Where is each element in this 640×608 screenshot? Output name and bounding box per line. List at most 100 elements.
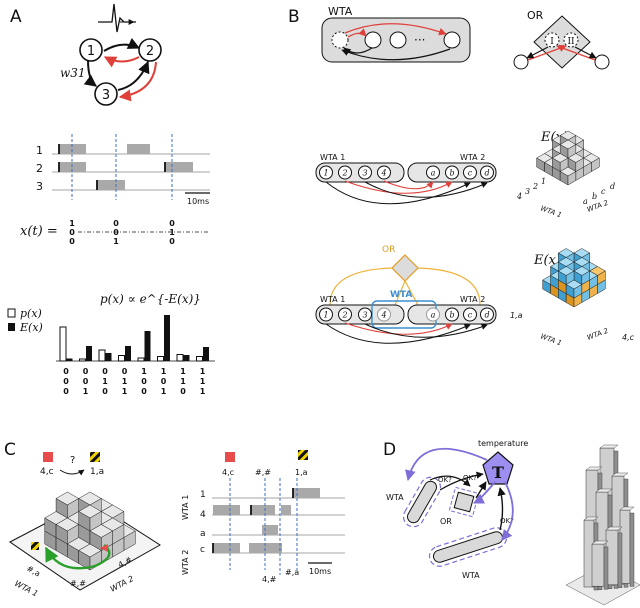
raster-wta1-label: WTA 1 [181,495,190,520]
top-mark-1: #,# [255,468,271,477]
wta2-node-label: d [484,311,489,320]
from-state: 4,c [40,467,54,477]
wta2-node-a [426,165,440,180]
panel-label-d: D [383,440,396,460]
state-hatched-icon [90,452,100,462]
end-marker [100,544,108,552]
tower-column-top [619,506,635,511]
or-node-i [544,32,560,48]
cube-axis-label: b [592,192,597,201]
wta-inhib-node [331,31,349,49]
wta2-node-label: d [484,169,489,178]
legend-p-label: p(x) [20,307,42,320]
bottom-mark-0: 4,# [262,575,277,584]
or-frame [448,486,480,518]
edge-1-3 [83,59,97,87]
wta2-node-d [480,165,494,180]
or-title: OR [527,9,544,22]
bar-e-111 [203,347,209,361]
wta2-node-label: b [449,311,454,320]
or-input-right [594,54,610,70]
axis-wta1: WTA 1 [13,579,39,599]
cube-axis-label: d [610,182,615,191]
tick-digit: 0 [141,387,147,396]
wta2-node-label: a [431,169,436,178]
wta2-node-label: b [449,169,454,178]
tick-digit: 0 [83,367,89,376]
wta1-node-label: 4 [380,311,386,320]
axis-wta2: WTA 2 [109,574,135,594]
panel-label-b: B [288,7,300,27]
panel-a-network: 1 2 3 w31 [60,3,162,106]
state-label: x(t) = [20,224,58,239]
state-digit: 1 [69,219,75,228]
node-1 [79,38,103,62]
wta-top-bar [407,480,437,524]
node-2-label: 2 [146,44,154,59]
bar-e-110 [183,355,190,361]
tower-column-top [611,472,629,477]
hash-label-1: #,a [25,564,42,579]
start-marker [31,542,39,550]
tick-digit: 1 [122,377,128,386]
corner-left-label: 1,a [510,311,523,320]
raster-bar [293,488,320,498]
tick-digit: 1 [161,387,167,396]
legend-e-swatch [8,323,15,331]
wta2-label: WTA 2 [460,153,485,162]
node-2 [138,38,162,62]
or-label-d: OR [440,517,452,526]
tick-digit: 0 [141,377,147,386]
wta1-node-label: 3 [362,169,367,178]
mark-red-icon [225,452,235,462]
raster-bar [251,505,275,515]
panel-b-energy-bottom: E(x) 1,a 4,c WTA 1 WTA 2 [510,248,635,347]
or-gadget [391,254,419,282]
wta-title: WTA [328,5,353,18]
raster-bar [281,505,291,515]
node-3 [94,82,118,106]
or-node-ii-label: II [567,37,575,47]
panel-c-raster: 4,c #,# 1,a WTA 1 WTA 2 1 4 a c 4,# #,a … [181,450,345,584]
wta-top-frame [402,476,442,528]
wta2-node-c [463,165,477,180]
bar-e-101 [164,315,170,361]
state-digit: 0 [113,219,119,228]
or-box [453,491,475,513]
wta-top-label: WTA [386,493,404,502]
spike-trace-icon [98,3,136,33]
wta2-node-c [463,307,477,322]
temperature-symbol: T [492,463,504,482]
panel-label-a: A [10,7,22,27]
tower-column-side [617,532,623,588]
tick-digit: 0 [63,367,69,376]
tower-column-side [629,512,635,587]
tick-digit: 1 [180,367,186,376]
cube-face [573,284,583,299]
raster-bar [262,525,278,535]
tower-column-top [599,444,619,449]
panel-label-c: C [4,440,16,460]
tick-digit: 1 [180,377,186,386]
legend-p-swatch [7,308,16,318]
tick-digit: 1 [161,367,167,376]
bar-p-011 [118,355,125,362]
legend-e-label: E(x) [19,321,43,334]
tower-column-top [605,526,623,531]
cube-axis-wta1: WTA 1 [539,204,562,219]
cube-axis-wta2-2: WTA 2 [586,327,610,342]
cube-axis-label: 2 [532,182,538,191]
cube-axis-label: 4 [516,192,522,201]
wta2-node-d [480,307,494,322]
wta2-node-label: c [468,311,473,320]
wta1-node-1 [319,307,333,322]
wta2-label-2: WTA 2 [460,295,485,304]
wta1-node-label: 1 [323,311,328,320]
state-digit: 0 [113,228,119,237]
bar-p-000 [59,326,67,362]
raster-row-1: 1 [200,490,206,500]
